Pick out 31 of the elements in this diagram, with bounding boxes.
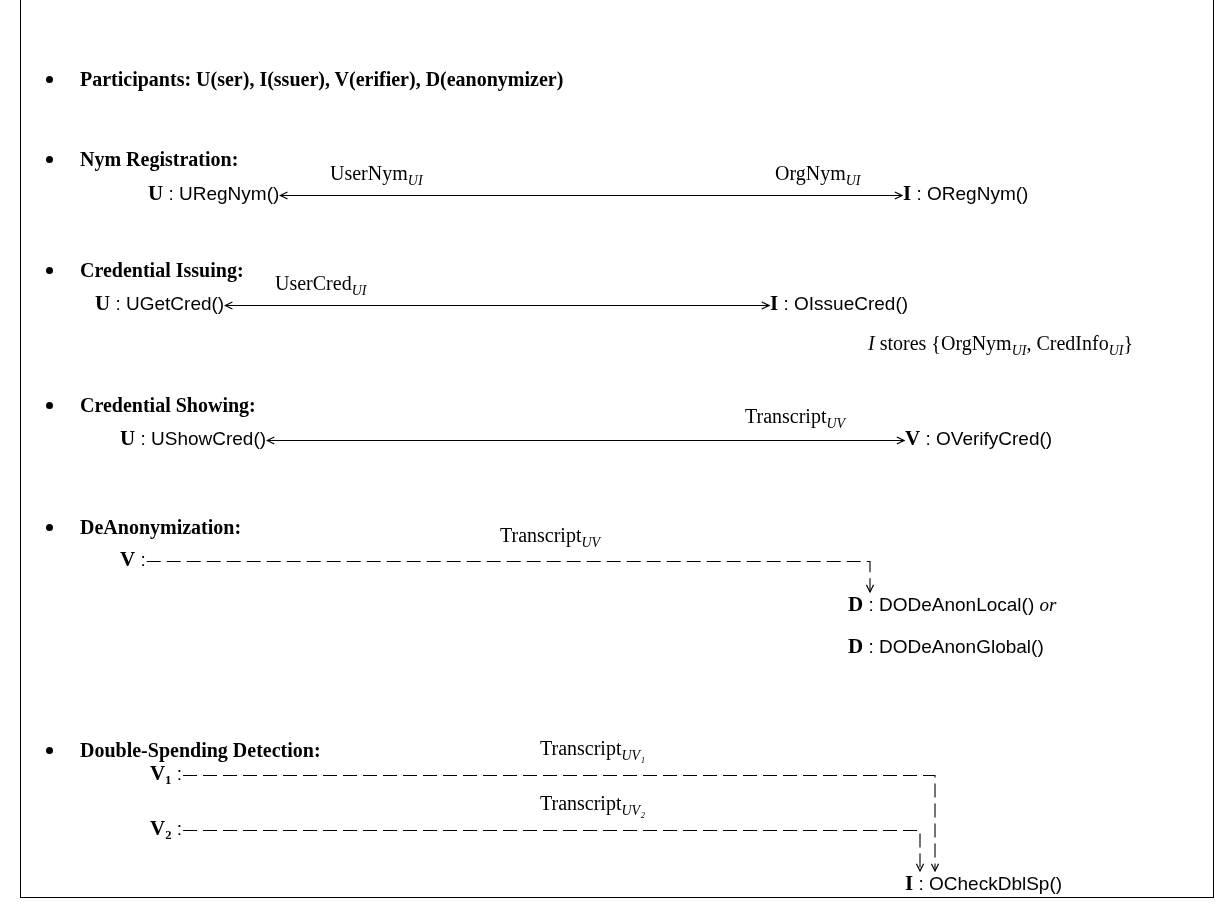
arrow	[266, 436, 905, 445]
protocol-call-text: V₂ :	[150, 815, 183, 842]
edge-label: Transcript$_{UV}$	[500, 523, 601, 552]
arrow	[279, 191, 903, 200]
protocol-call-text: U : URegNym()	[148, 180, 280, 207]
arrow	[182, 829, 925, 872]
section-heading: DeAnonymization:	[80, 515, 242, 540]
protocol-call-text: V :	[120, 546, 146, 573]
section-heading: Double-Spending Detection:	[80, 738, 321, 763]
protocol-call-text: U : UShowCred()	[120, 425, 267, 452]
protocol-call-text: V : OVerifyCred()	[905, 425, 1053, 452]
protocol-call-text: D : DODeAnonGlobal()	[848, 633, 1044, 660]
protocol-call-text: D : DODeAnonLocal() or	[848, 591, 1057, 618]
edge-label: Transcript$_{UV₁}$	[540, 736, 645, 765]
edge-label: UserCred$_{UI}$	[275, 271, 367, 300]
section-heading: Credential Issuing:	[80, 258, 244, 283]
protocol-call-text: U : UGetCred()	[95, 290, 225, 317]
arrow	[146, 560, 875, 593]
protocol-call-text: I : OIssueCred()	[770, 290, 909, 317]
edge-label: Transcript$_{UV}$	[745, 404, 846, 433]
edge-label: Transcript$_{UV₂}$	[540, 791, 645, 820]
arrow	[224, 301, 770, 310]
section-heading: Credential Showing:	[80, 393, 256, 418]
section-heading: Nym Registration:	[80, 147, 239, 172]
protocol-call-text: I : OCheckDblSp()	[905, 870, 1063, 897]
edge-label: UserNym$_{UI}$	[330, 161, 423, 190]
note-text: I stores {OrgNym$_{UI}$, CredInfo$_{UI}$}	[868, 331, 1134, 360]
protocol-call-text: I : ORegNym()	[903, 180, 1029, 207]
section-heading: Participants: U(ser), I(ssuer), V(erifier), D(eanonymizer)	[80, 67, 564, 92]
arrow	[182, 774, 940, 872]
message-label: OrgNym$_{UI}$	[775, 161, 861, 190]
